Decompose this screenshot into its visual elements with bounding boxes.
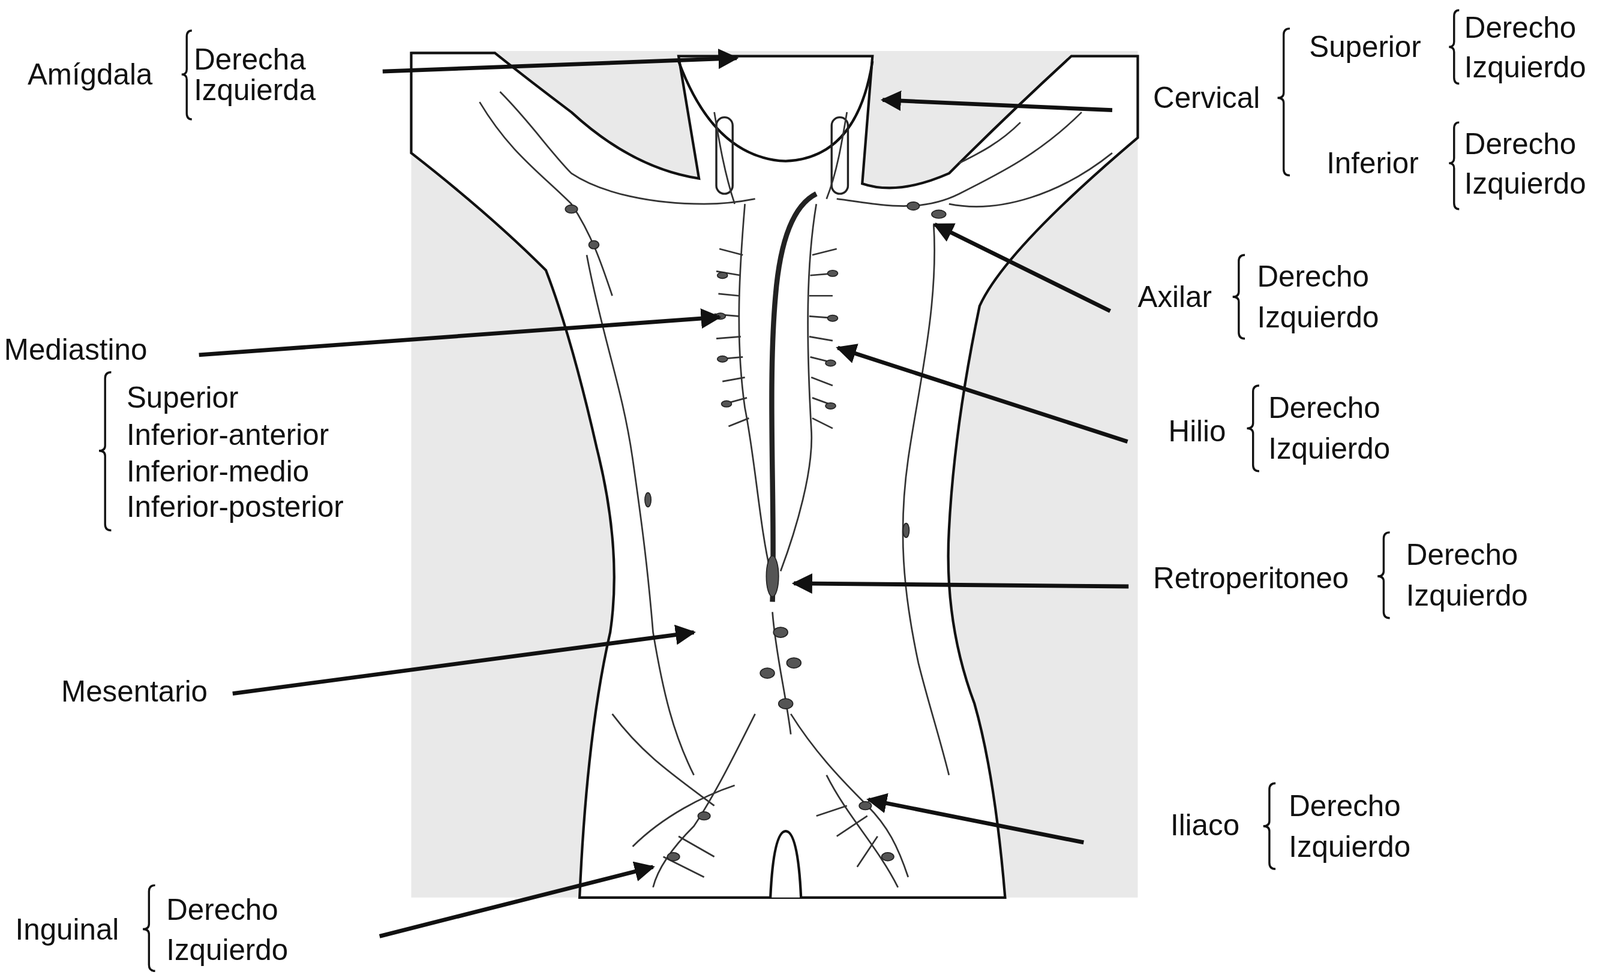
region-label: Izquierdo <box>1406 579 1529 612</box>
region-label: Derecho <box>1406 538 1518 572</box>
region-label: Superior <box>126 381 239 414</box>
region-label: Derecho <box>1464 127 1577 161</box>
lymph-nodes <box>565 202 946 862</box>
region-label: Izquierdo <box>1464 167 1587 200</box>
region-label: Derecho <box>1268 391 1380 425</box>
region-label: Izquierdo <box>1268 432 1391 465</box>
region-label: Superior <box>1309 30 1421 63</box>
region-label: Derecha <box>193 42 306 75</box>
region-label: Izquierdo <box>1464 50 1587 84</box>
ground <box>410 50 1138 899</box>
neck-vessel <box>716 117 733 195</box>
region-label: Iliaco <box>1170 809 1240 842</box>
legs-gap <box>770 831 801 899</box>
region-label: Izquierda <box>193 73 316 106</box>
region-label: Cervical <box>1153 81 1260 114</box>
region-label: Izquierdo <box>1256 301 1379 334</box>
chin <box>678 61 873 162</box>
region-label: Mediastino <box>4 333 148 366</box>
region-label: Inferior-anterior <box>126 418 329 451</box>
region-label: Derecho <box>1464 11 1577 44</box>
region-label: Retroperitoneo <box>1153 562 1349 595</box>
region-label: Izquierdo <box>1288 830 1411 864</box>
region-label: Derecho <box>166 893 278 927</box>
lymph-vessels <box>479 91 1113 888</box>
body-silhouette <box>410 52 1138 898</box>
region-label: Inferior <box>1326 146 1419 180</box>
region-label: Inguinal <box>15 913 120 946</box>
region-label: Derecho <box>1256 260 1369 293</box>
region-label: Inferior-posterior <box>126 490 344 524</box>
region-label: Mesentario <box>61 675 208 708</box>
region-label: Axilar <box>1137 280 1212 314</box>
region-label: Izquierdo <box>166 933 288 966</box>
region-label: Amígdala <box>27 58 153 91</box>
brackets <box>98 10 1460 972</box>
region-label: Inferior-medio <box>126 455 309 488</box>
region-label: Hilio <box>1168 415 1227 448</box>
region-label: Derecho <box>1288 789 1401 822</box>
